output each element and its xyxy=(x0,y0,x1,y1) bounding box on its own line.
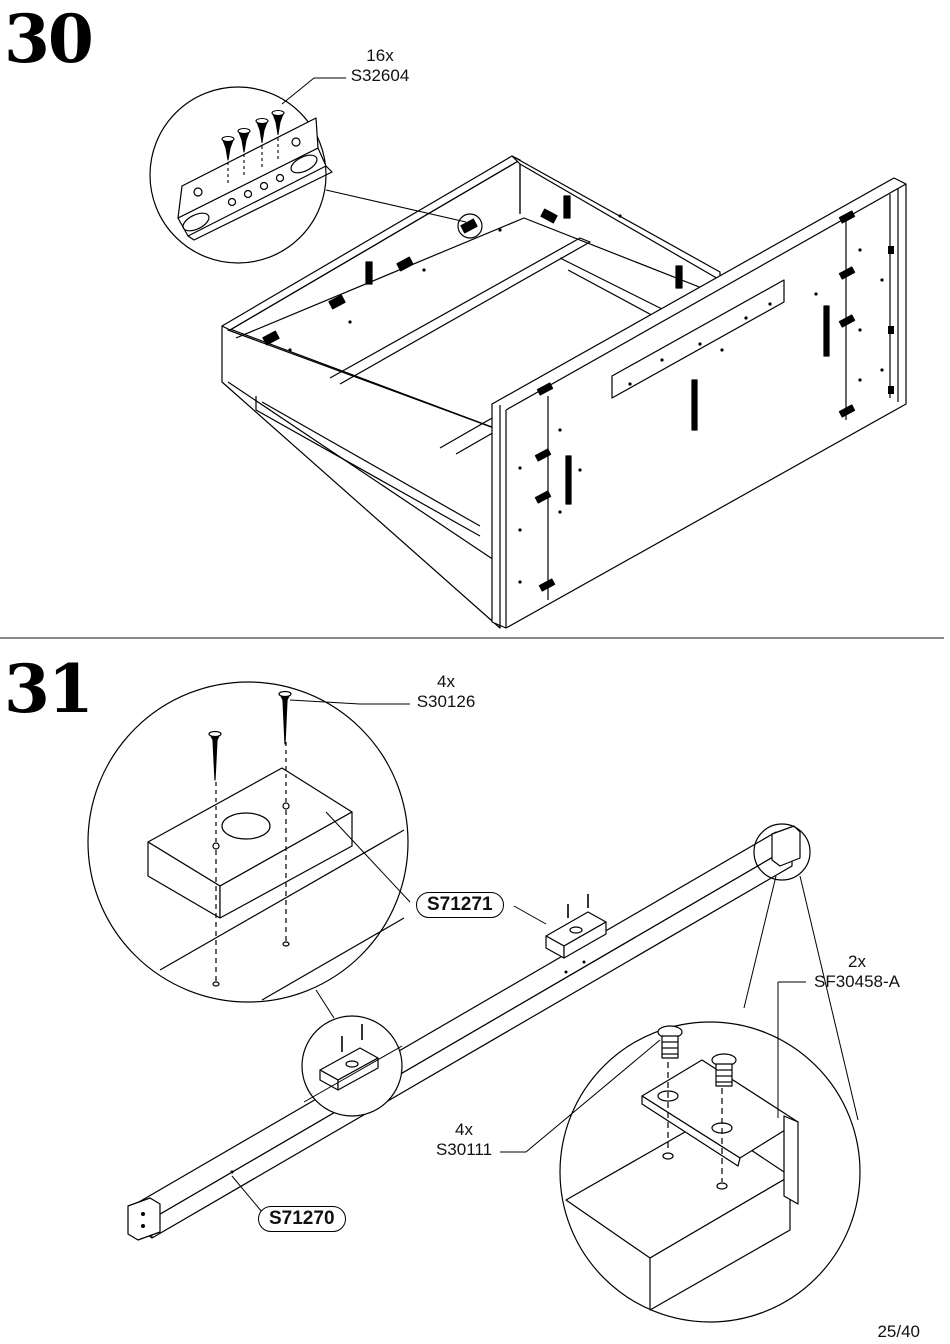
detail-circle-bracket xyxy=(149,77,483,264)
callout-code: S30126 xyxy=(416,692,476,711)
callout-code: S30111 xyxy=(435,1140,493,1159)
callout-qty: 2x xyxy=(848,952,866,971)
detail-circle-block-small xyxy=(301,989,403,1117)
step-number-30: 30 xyxy=(4,0,94,78)
callout-s32604: 16x S32604 xyxy=(346,46,414,86)
page-number: 25/40 xyxy=(877,1322,920,1341)
detail-circle-block-large xyxy=(87,681,547,1003)
callout-sf30458-a: 2x SF30458-A xyxy=(806,952,908,992)
callout-qty: 4x xyxy=(455,1120,473,1139)
callout-code: SF30458-A xyxy=(814,972,900,991)
part-label-s71271: S71271 xyxy=(416,892,504,918)
bed-frame-box xyxy=(221,155,907,629)
detail-circle-end-bracket xyxy=(500,823,861,1323)
callout-qty: 16x xyxy=(366,46,394,65)
callout-code: S32604 xyxy=(350,66,410,85)
rail-leader xyxy=(231,1175,263,1213)
callout-s30111: 4x S30111 xyxy=(428,1120,500,1160)
step-number-31: 31 xyxy=(4,650,94,728)
center-rail xyxy=(127,825,801,1241)
callout-s30126: 4x S30126 xyxy=(410,672,482,712)
callout-qty: 4x xyxy=(437,672,455,691)
part-label-s71270: S71270 xyxy=(258,1206,346,1232)
